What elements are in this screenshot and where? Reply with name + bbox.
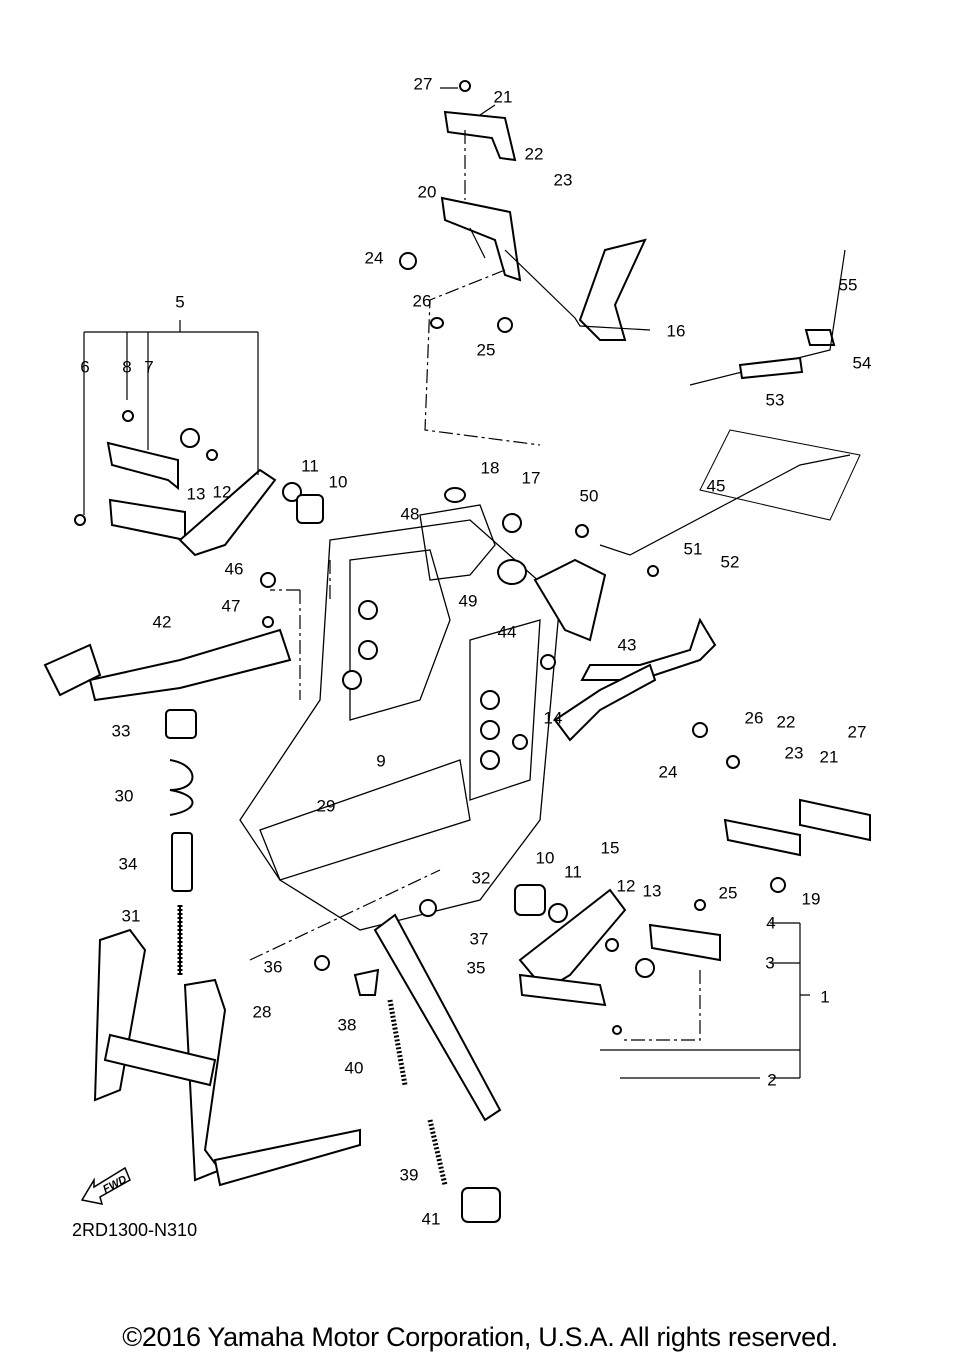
- callout-17[interactable]: 17: [521, 468, 541, 488]
- callout-30[interactable]: 30: [114, 786, 134, 806]
- fwd-arrow-icon: FWD: [80, 1166, 131, 1205]
- callout-23[interactable]: 23: [553, 170, 573, 190]
- callout-9[interactable]: 9: [376, 751, 386, 771]
- callout-50[interactable]: 50: [579, 486, 599, 506]
- callout-7[interactable]: 7: [144, 357, 154, 377]
- callout-33[interactable]: 33: [111, 721, 131, 741]
- callout-21[interactable]: 21: [493, 87, 513, 107]
- callout-51[interactable]: 51: [683, 539, 703, 559]
- callout-24[interactable]: 24: [658, 762, 678, 782]
- callout-27[interactable]: 27: [413, 74, 433, 94]
- callout-47[interactable]: 47: [221, 596, 241, 616]
- callout-55[interactable]: 55: [838, 275, 858, 295]
- callout-35[interactable]: 35: [466, 958, 486, 978]
- callout-15[interactable]: 15: [600, 838, 620, 858]
- callout-43[interactable]: 43: [617, 635, 637, 655]
- callout-10[interactable]: 10: [328, 472, 348, 492]
- callout-13[interactable]: 13: [642, 881, 662, 901]
- callout-49[interactable]: 49: [458, 591, 478, 611]
- callout-11[interactable]: 11: [564, 862, 582, 882]
- callout-26[interactable]: 26: [412, 291, 432, 311]
- side-stand: [314, 899, 502, 1223]
- callout-45[interactable]: 45: [706, 476, 726, 496]
- fwd-label: FWD: [101, 1173, 129, 1195]
- callout-29[interactable]: 29: [316, 796, 336, 816]
- callout-54[interactable]: 54: [852, 353, 872, 373]
- rider-footrest-right: [514, 884, 721, 1035]
- callout-12[interactable]: 12: [616, 876, 636, 896]
- passenger-footrest-upper: [399, 80, 846, 386]
- shift-pedal: [43, 572, 292, 702]
- callout-34[interactable]: 34: [118, 854, 138, 874]
- callout-13[interactable]: 13: [186, 484, 206, 504]
- callout-52[interactable]: 52: [720, 552, 740, 572]
- callout-14[interactable]: 14: [543, 708, 563, 728]
- diagram-code: 2RD1300-N310: [72, 1220, 198, 1240]
- callout-3[interactable]: 3: [765, 953, 775, 973]
- callout-32[interactable]: 32: [471, 868, 491, 888]
- copyright-notice: ©2016 Yamaha Motor Corporation, U.S.A. A…: [122, 1322, 838, 1352]
- callout-25[interactable]: 25: [718, 883, 738, 903]
- callout-38[interactable]: 38: [337, 1015, 357, 1035]
- callout-8[interactable]: 8: [122, 357, 132, 377]
- callout-2[interactable]: 2: [767, 1070, 777, 1090]
- callout-10[interactable]: 10: [535, 848, 555, 868]
- callout-40[interactable]: 40: [344, 1058, 364, 1078]
- callout-53[interactable]: 53: [765, 390, 785, 410]
- main-stand: [93, 709, 361, 1187]
- callout-19[interactable]: 19: [801, 889, 821, 909]
- callout-44[interactable]: 44: [497, 622, 517, 642]
- callout-46[interactable]: 46: [224, 559, 244, 579]
- callout-21[interactable]: 21: [819, 747, 839, 767]
- callout-23[interactable]: 23: [784, 743, 804, 763]
- rider-footrest-left: [74, 410, 324, 557]
- callout-24[interactable]: 24: [364, 248, 384, 268]
- brake-pedal: [444, 356, 861, 742]
- callout-20[interactable]: 20: [417, 182, 437, 202]
- callout-28[interactable]: 28: [252, 1002, 272, 1022]
- callout-42[interactable]: 42: [152, 612, 172, 632]
- callout-39[interactable]: 39: [399, 1165, 419, 1185]
- callout-22[interactable]: 22: [524, 144, 544, 164]
- callout-22[interactable]: 22: [776, 712, 796, 732]
- callout-27[interactable]: 27: [847, 722, 867, 742]
- callout-11[interactable]: 11: [301, 456, 319, 476]
- callout-4[interactable]: 4: [766, 913, 776, 933]
- callout-31[interactable]: 31: [121, 906, 141, 926]
- callout-18[interactable]: 18: [480, 458, 500, 478]
- frame-structure: [239, 504, 561, 931]
- leader-lines: [83, 87, 810, 1079]
- callout-6[interactable]: 6: [80, 357, 90, 377]
- callout-48[interactable]: 48: [400, 504, 420, 524]
- callout-37[interactable]: 37: [469, 929, 489, 949]
- callout-36[interactable]: 36: [263, 957, 283, 977]
- passenger-footrest-right: [692, 722, 871, 893]
- callout-1[interactable]: 1: [820, 987, 830, 1007]
- callout-16[interactable]: 16: [666, 321, 686, 341]
- parts-diagram: [43, 80, 871, 1223]
- callout-26[interactable]: 26: [744, 708, 764, 728]
- callout-41[interactable]: 41: [421, 1209, 441, 1229]
- callout-12[interactable]: 12: [212, 482, 232, 502]
- callout-5[interactable]: 5: [175, 292, 185, 312]
- callout-25[interactable]: 25: [476, 340, 496, 360]
